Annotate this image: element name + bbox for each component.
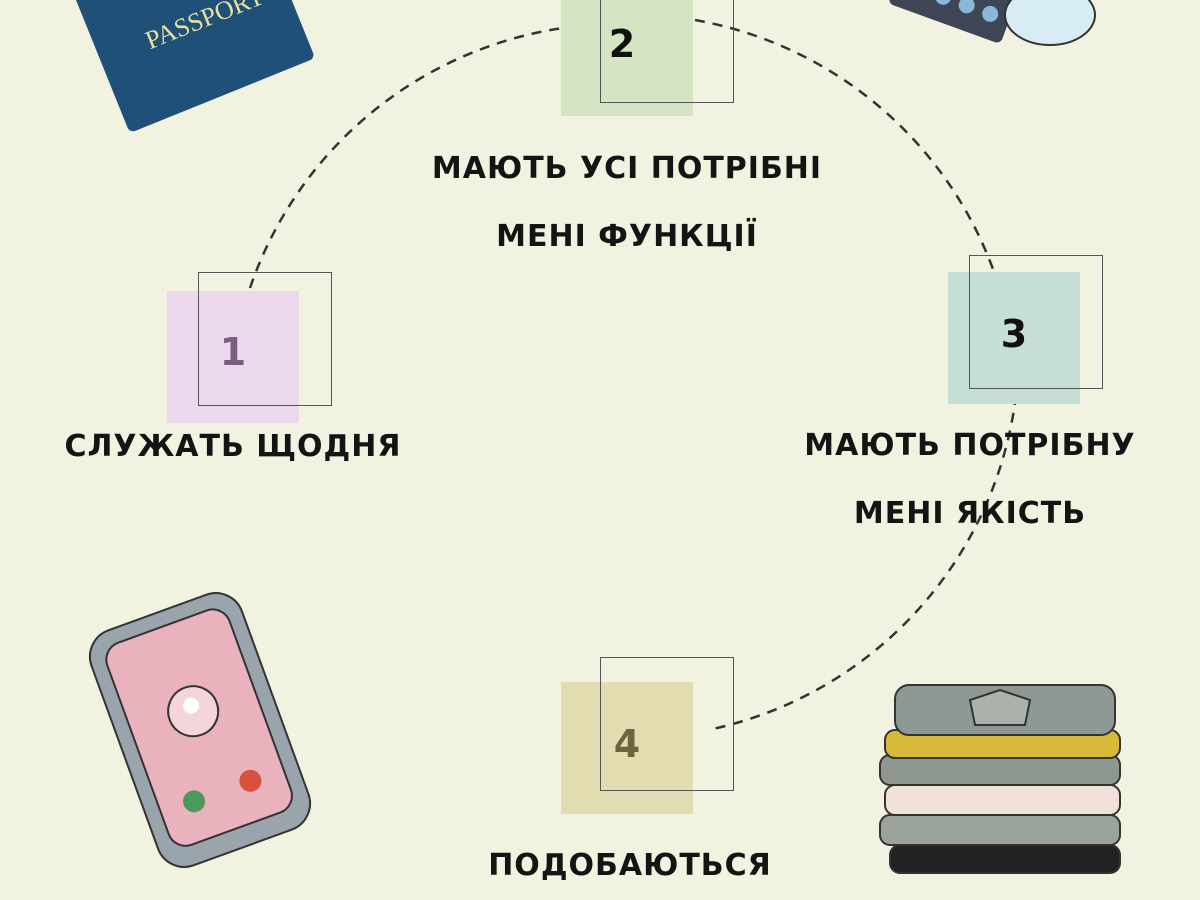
step-1-label: СЛУЖАТЬ ЩОДНЯ bbox=[60, 413, 406, 481]
step-3-frame bbox=[969, 255, 1103, 389]
dashed-connector-1-2 bbox=[248, 26, 564, 289]
dashed-connector-2-3 bbox=[694, 18, 1002, 291]
step-3-number: 3 bbox=[1000, 312, 1028, 356]
step-2-label-line-1: МАЮТЬ УСІ ПОТРІБНІ bbox=[431, 151, 823, 186]
step-1-number: 1 bbox=[219, 330, 247, 374]
step-4-label: ПОДОБАЮТЬСЯ bbox=[440, 832, 820, 900]
step-4-color-block bbox=[561, 682, 693, 814]
step-2-label: МАЮТЬ УСІ ПОТРІБНІ МЕНІ ФУНКЦІЇ bbox=[400, 135, 854, 271]
passport-illustration: PASSPORT bbox=[75, 0, 314, 132]
step-2-label-line-2: МЕНІ ФУНКЦІЇ bbox=[496, 219, 758, 254]
step-3-color-block bbox=[948, 272, 1080, 404]
step-3-label: МАЮТЬ ПОТРІБНУ МЕНІ ЯКІСТЬ bbox=[780, 412, 1160, 548]
step-1-label-line: СЛУЖАТЬ ЩОДНЯ bbox=[64, 429, 402, 464]
step-2-color-block bbox=[561, 0, 693, 116]
step-3-label-line-1: МАЮТЬ ПОТРІБНУ bbox=[804, 428, 1136, 463]
step-3-label-line-2: МЕНІ ЯКІСТЬ bbox=[853, 496, 1087, 531]
step-2-frame bbox=[600, 0, 734, 103]
phone-illustration bbox=[88, 592, 312, 868]
pills-illustration bbox=[889, 0, 1096, 46]
dashed-connector-3-4 bbox=[707, 394, 1018, 732]
step-1-frame bbox=[198, 272, 332, 406]
step-2-number: 2 bbox=[608, 22, 636, 66]
clothes-stack-illustration bbox=[879, 684, 1121, 874]
step-4-number: 4 bbox=[613, 722, 641, 766]
step-4-label-line: ПОДОБАЮТЬСЯ bbox=[488, 848, 772, 883]
step-4-frame bbox=[600, 657, 734, 791]
step-1-color-block bbox=[167, 291, 299, 423]
